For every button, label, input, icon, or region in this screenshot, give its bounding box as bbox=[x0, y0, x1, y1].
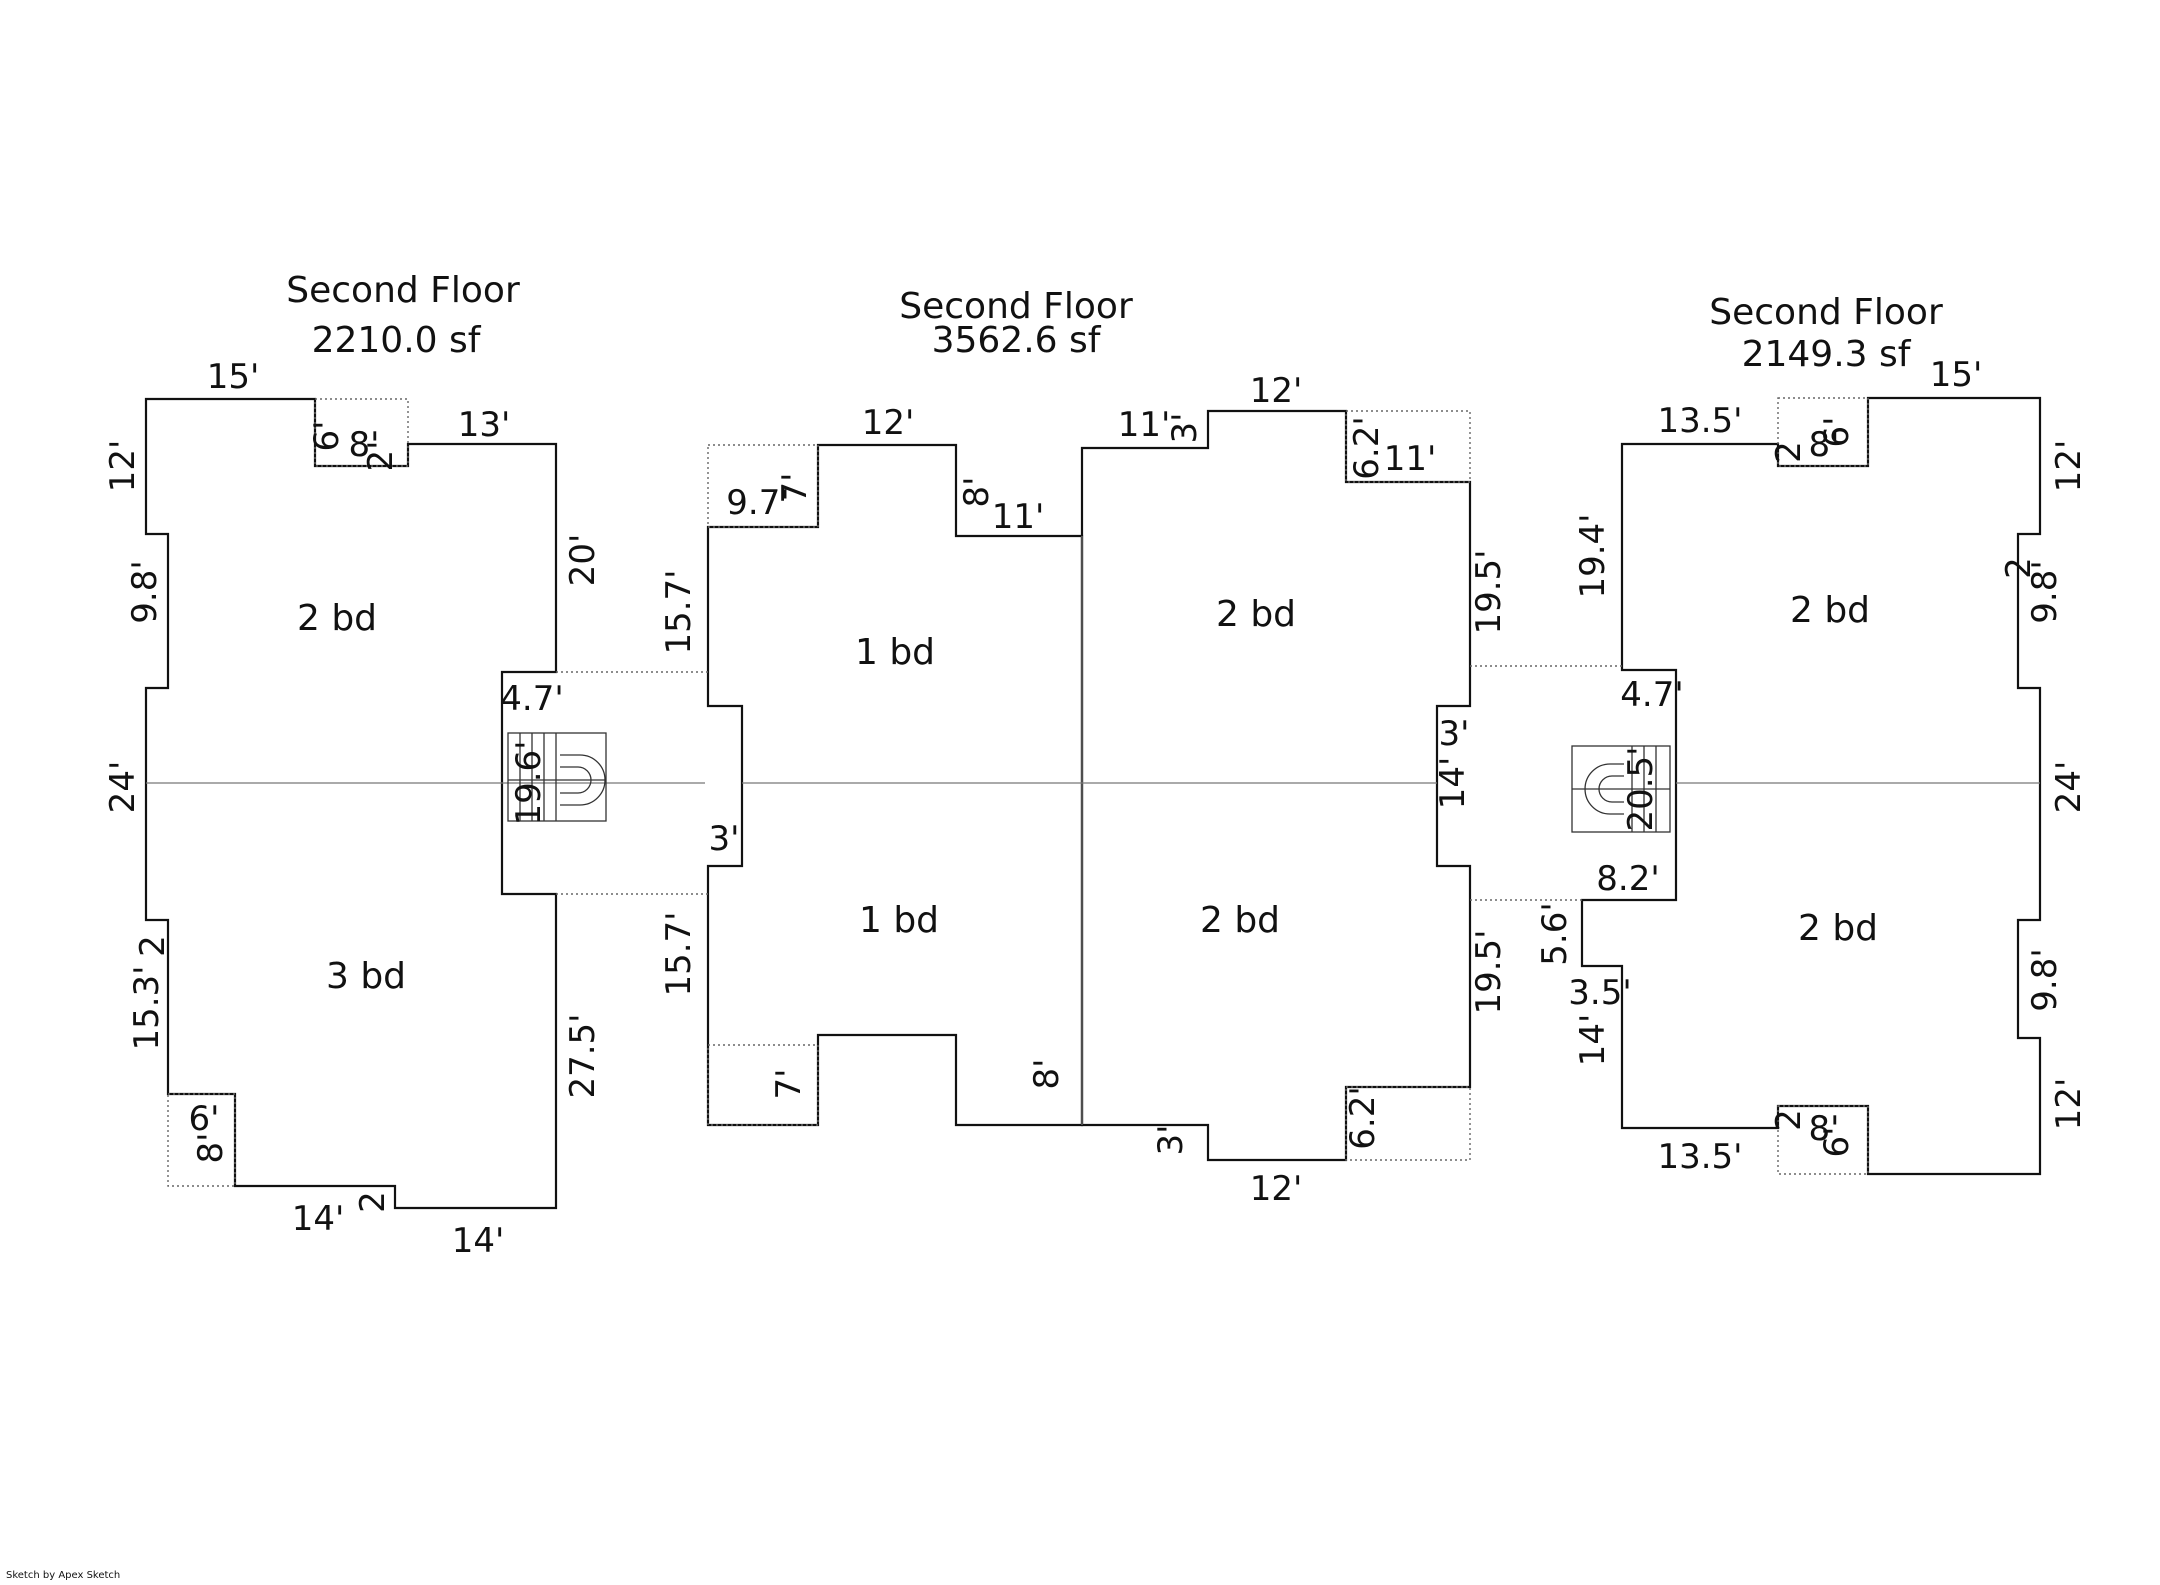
unit-right-outline bbox=[1580, 396, 2042, 1176]
dimension-label: 15.7' bbox=[659, 911, 699, 996]
dimension-label: 19.4' bbox=[1573, 513, 1613, 598]
dimension-label: 3.5' bbox=[1568, 973, 1631, 1013]
dimension-label: 6' bbox=[189, 1099, 220, 1139]
room-label: 2 bd bbox=[1790, 590, 1870, 631]
dimension-label: 2 bbox=[133, 935, 173, 957]
credit-text: Sketch by Apex Sketch bbox=[6, 1570, 121, 1581]
unit-middle-closet-ne bbox=[1345, 410, 1471, 483]
unit-middle-outline-left bbox=[706, 443, 1084, 1127]
dimension-label: 14' bbox=[452, 1221, 505, 1261]
dimension-label: 13.5' bbox=[1657, 1137, 1742, 1177]
dimension-label: 2' bbox=[361, 441, 401, 472]
dimension-label: 5.6' bbox=[1535, 902, 1575, 965]
unit-middle-closet-se bbox=[1345, 1086, 1471, 1161]
dimension-label: 15.3' bbox=[127, 965, 167, 1050]
dimension-label: 7' bbox=[769, 1069, 809, 1100]
dimension-label: 24' bbox=[2049, 761, 2089, 814]
dimension-label: 6' bbox=[1817, 417, 1857, 448]
dimension-label: 20' bbox=[563, 534, 603, 587]
dimension-label: 12' bbox=[1250, 371, 1303, 411]
unit-right-title: Second Floor bbox=[1709, 292, 1943, 333]
unit-right-stair bbox=[1571, 745, 1671, 833]
dimension-label: 11' bbox=[1384, 439, 1437, 479]
dimension-label: 12' bbox=[103, 440, 143, 493]
dimension-label: 12' bbox=[862, 403, 915, 443]
dimension-label: 15' bbox=[1930, 355, 1983, 395]
room-label: 2 bd bbox=[1798, 908, 1878, 949]
dimension-label: 4.7' bbox=[500, 679, 563, 719]
room-label: 1 bd bbox=[859, 900, 939, 941]
room-label: 2 bd bbox=[297, 598, 377, 639]
unit-right: Second Floor 2149.3 sf 2 bd 2 bd 13.5' 2… bbox=[1470, 292, 2089, 1177]
dimension-label: 27.5' bbox=[563, 1013, 603, 1098]
unit-left-outline bbox=[144, 397, 558, 1210]
dimension-label: 14' bbox=[292, 1199, 345, 1239]
room-label: 2 bd bbox=[1200, 900, 1280, 941]
room-label: 1 bd bbox=[855, 632, 935, 673]
dimension-label: 9.8' bbox=[2025, 948, 2065, 1011]
unit-middle: Second Floor 3562.6 sf 1 bd 1 bd 2 bd 2 … bbox=[556, 286, 1509, 1209]
dimension-label: 19.5' bbox=[1469, 929, 1509, 1014]
dimension-label: 14' bbox=[1573, 1014, 1613, 1067]
dimension-label: 6.2' bbox=[1347, 416, 1387, 479]
unit-left-title: Second Floor bbox=[286, 270, 520, 311]
dimension-label: 13' bbox=[458, 405, 511, 445]
unit-middle-title: Second Floor bbox=[899, 286, 1133, 327]
dimension-label: 8.2' bbox=[1596, 859, 1659, 899]
dimension-label: 14' bbox=[1433, 757, 1473, 810]
dimension-label: 8' bbox=[191, 1133, 231, 1164]
dimension-label: 6' bbox=[1817, 1127, 1857, 1158]
dimension-label: 19.6' bbox=[509, 740, 549, 825]
dimension-label: 12' bbox=[2049, 440, 2089, 493]
unit-left-closet-bottom bbox=[167, 1093, 236, 1187]
dimension-label: 24' bbox=[103, 761, 143, 814]
unit-middle-area: 3562.6 sf bbox=[932, 320, 1102, 361]
unit-middle-outline-right bbox=[1080, 409, 1472, 1162]
dimension-label: 6.2' bbox=[1343, 1086, 1383, 1149]
dimension-label: 2 bbox=[1769, 441, 1809, 463]
dimension-label: 2 bbox=[1999, 557, 2039, 579]
dimension-label: 12' bbox=[1250, 1169, 1303, 1209]
dimension-label: 11' bbox=[992, 497, 1045, 537]
room-label: 2 bd bbox=[1216, 594, 1296, 635]
unit-right-closet-bottom bbox=[1777, 1105, 1869, 1175]
dimension-label: 9.7' bbox=[726, 483, 789, 523]
dimension-label: 2 bbox=[1769, 1109, 1809, 1131]
unit-left-stair bbox=[507, 732, 607, 822]
dimension-label: 15.7' bbox=[659, 569, 699, 654]
dimension-label: 8' bbox=[1809, 1109, 1840, 1149]
dimension-label: 6' bbox=[307, 421, 347, 452]
dimension-label: 9.8' bbox=[125, 560, 165, 623]
dimension-label: 8' bbox=[957, 477, 997, 508]
unit-middle-closet-sw bbox=[707, 1044, 819, 1126]
dimension-label: 7' bbox=[775, 473, 815, 504]
unit-left-area: 2210.0 sf bbox=[312, 320, 482, 361]
dimension-label: 8' bbox=[1027, 1059, 1067, 1090]
unit-middle-closet-nw bbox=[707, 444, 819, 528]
dimension-label: 9.8' bbox=[2025, 560, 2065, 623]
room-label: 3 bd bbox=[326, 956, 406, 997]
dimension-label: 3' bbox=[1151, 1125, 1191, 1156]
dimension-label: 11' bbox=[1118, 405, 1171, 445]
dimension-label: 15' bbox=[207, 357, 260, 397]
dimension-label: 12' bbox=[2049, 1078, 2089, 1131]
unit-left-closet-top bbox=[314, 398, 409, 467]
unit-right-closet-top bbox=[1777, 397, 1869, 467]
dimension-label: 3' bbox=[1165, 413, 1205, 444]
dimension-label: 19.5' bbox=[1469, 549, 1509, 634]
dimension-label: 3' bbox=[709, 819, 740, 859]
dimension-label: 13.5' bbox=[1657, 401, 1742, 441]
dimension-label: 2 bbox=[353, 1191, 393, 1213]
dimension-label: 3' bbox=[1439, 714, 1470, 754]
dimension-label: 8' bbox=[349, 425, 380, 465]
dimension-label: 4.7' bbox=[1620, 675, 1683, 715]
unit-right-area: 2149.3 sf bbox=[1742, 334, 1912, 375]
dimension-label: 20.5' bbox=[1621, 746, 1661, 831]
dimension-label: 8' bbox=[1809, 425, 1840, 465]
unit-left: Second Floor 2210.0 sf 2 bd 3 bd 15' 6' … bbox=[103, 270, 705, 1261]
